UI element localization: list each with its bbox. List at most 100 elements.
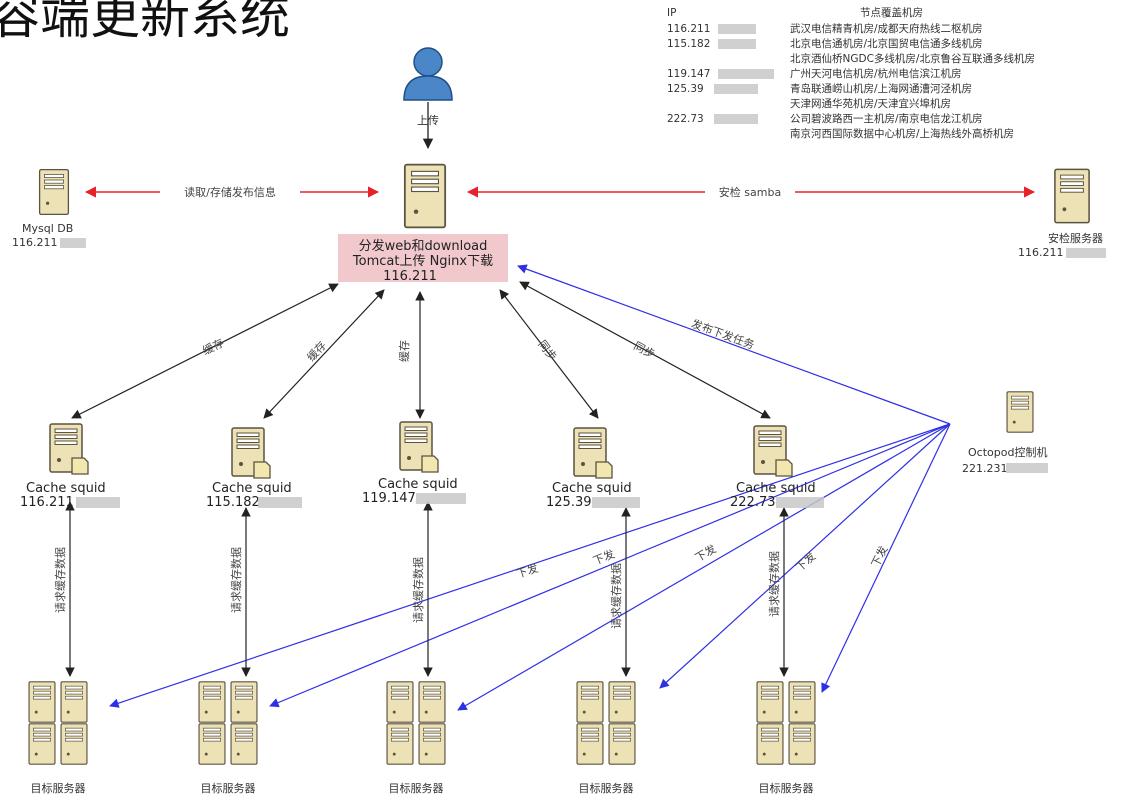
table-row: 北京酒仙桥NGDC多线机房/北京鲁谷互联通多线机房 <box>790 52 1035 65</box>
table-cell-rooms: 北京酒仙桥NGDC多线机房/北京鲁谷互联通多线机房 <box>790 52 1035 65</box>
table-cell-ip: 115.182 <box>667 38 710 50</box>
server-icon <box>399 421 439 473</box>
target-label: 目标服务器 <box>389 781 444 795</box>
cache-node: Cache squid 125.39 <box>546 427 640 510</box>
server-icon <box>49 423 89 475</box>
server-icon <box>753 425 793 477</box>
edge-label-samba: 安检 samba <box>719 185 781 199</box>
cache-node: Cache squid 116.211 <box>20 423 120 510</box>
table-cell-rooms: 武汉电信精青机房/成都天府热线二枢机房 <box>790 22 983 35</box>
main-server-highlight <box>338 234 508 282</box>
server-cluster-icon <box>757 682 815 764</box>
mysql-name: Mysql DB <box>22 222 73 235</box>
server-icon <box>1006 391 1034 433</box>
main-server-node: 分发web和download Tomcat上传 Nginx下载 116.211 <box>338 163 508 284</box>
user-icon <box>403 47 453 101</box>
edge-main-cache2 <box>263 289 385 419</box>
cache-node: Cache squid 119.147 <box>362 421 466 506</box>
edge-dispatch-2 <box>269 423 951 708</box>
table-cell-ip: 125.39 <box>667 83 704 95</box>
edge-label-request-cache: 请求缓存数据 <box>411 557 425 623</box>
edge-label-request-cache: 请求缓存数据 <box>767 551 781 617</box>
cache-node: Cache squid 222.73 <box>730 425 824 510</box>
main-server-line2: Tomcat上传 Nginx下载 <box>352 254 493 269</box>
table-cell-rooms: 青岛联通崂山机房/上海网通漕河泾机房 <box>790 82 972 95</box>
target-node: 目标服务器 <box>29 682 87 795</box>
edge-label-sync2: 同步 <box>632 339 658 361</box>
server-icon <box>231 427 271 479</box>
target-label: 目标服务器 <box>579 781 634 795</box>
server-icon <box>573 427 613 479</box>
server-cluster-icon <box>577 682 635 764</box>
edge-label-request-cache: 请求缓存数据 <box>53 547 67 613</box>
target-node: 目标服务器 <box>757 682 815 795</box>
table-header-rooms: 节点覆盖机房 <box>860 6 923 19</box>
edge-label-request-cache: 请求缓存数据 <box>229 547 243 613</box>
edge-main-cache5 <box>519 281 771 419</box>
edge-label-dispatch: 下发 <box>793 549 819 574</box>
cache-ip: 222.73 <box>730 495 776 510</box>
table-cell-ip: 119.147 <box>667 68 710 80</box>
table-row: 125.39 青岛联通崂山机房/上海网通漕河泾机房 <box>667 82 972 95</box>
cache-name: Cache squid <box>736 481 816 496</box>
main-server-ip: 116.211 <box>383 269 437 284</box>
table-cell-rooms: 天津网通华苑机房/天津宜兴埠机房 <box>790 97 951 110</box>
octopod-name: Octopod控制机 <box>968 445 1047 459</box>
table-row: 南京河西国际数据中心机房/上海热线外高桥机房 <box>790 127 1014 140</box>
edge-label-cache2: 缓存 <box>304 338 329 364</box>
target-label: 目标服务器 <box>201 781 256 795</box>
edge-label-dispatch: 下发 <box>868 543 890 569</box>
cache-ip: 115.182 <box>206 495 260 510</box>
octopod-ip: 221.231 <box>962 462 1008 475</box>
table-cell-rooms: 广州天河电信机房/杭州电信滨江机房 <box>790 67 962 80</box>
target-node: 目标服务器 <box>199 682 257 795</box>
target-node: 目标服务器 <box>577 682 635 795</box>
target-label: 目标服务器 <box>759 781 814 795</box>
edge-label-cache3: 缓存 <box>397 340 411 362</box>
server-cluster-icon <box>387 682 445 764</box>
table-row: 222.73 公司碧波路西一主机房/南京电信龙江机房 <box>667 112 983 125</box>
edge-dispatch-3 <box>457 423 951 711</box>
mysql-node: Mysql DB 116.211 <box>12 168 86 249</box>
table-header-ip: IP <box>667 7 676 19</box>
cache-name: Cache squid <box>212 481 292 496</box>
cache-node: Cache squid 115.182 <box>206 427 302 510</box>
cache-name: Cache squid <box>378 477 458 492</box>
security-ip: 116.211 <box>1018 246 1064 259</box>
main-server-line1: 分发web和download <box>359 238 488 254</box>
octopod-node: Octopod控制机 221.231 <box>962 391 1048 475</box>
cache-ip: 119.147 <box>362 491 416 506</box>
server-icon <box>38 168 70 216</box>
server-icon <box>1054 168 1090 224</box>
security-node: 安检服务器 116.211 <box>1018 168 1106 259</box>
edge-label-publish-task: 发布下发任务 <box>690 316 757 352</box>
cache-ip: 116.211 <box>20 495 74 510</box>
table-cell-rooms: 公司碧波路西一主机房/南京电信龙江机房 <box>790 112 983 125</box>
table-cell-ip: 222.73 <box>667 113 704 125</box>
edge-publish-task <box>517 264 951 425</box>
edge-label-cache1: 缓存 <box>200 335 226 357</box>
table-row: 116.211 武汉电信精青机房/成都天府热线二枢机房 <box>667 22 983 35</box>
edge-dispatch-5 <box>821 423 951 693</box>
edge-dispatch-4 <box>659 423 951 689</box>
cache-ip: 125.39 <box>546 495 592 510</box>
server-icon <box>403 163 447 229</box>
mysql-ip: 116.211 <box>12 236 58 249</box>
security-name: 安检服务器 <box>1048 231 1103 245</box>
table-cell-rooms: 北京电信通机房/北京国贸电信通多线机房 <box>790 37 983 50</box>
edge-label-request-cache: 请求缓存数据 <box>609 563 623 629</box>
cache-name: Cache squid <box>552 481 632 496</box>
upload-label: 上传 <box>417 114 439 127</box>
target-label: 目标服务器 <box>31 781 86 795</box>
edge-label-dispatch: 下发 <box>515 561 540 581</box>
server-cluster-icon <box>199 682 257 764</box>
user-node: 上传 <box>403 47 453 127</box>
page-title: 容端更新系统 <box>0 0 290 45</box>
server-cluster-icon <box>29 682 87 764</box>
cache-name: Cache squid <box>26 481 106 496</box>
node-table: IP 节点覆盖机房 116.211 武汉电信精青机房/成都天府热线二枢机房 11… <box>667 6 1035 140</box>
table-row: 天津网通华苑机房/天津宜兴埠机房 <box>790 97 951 110</box>
table-cell-ip: 116.211 <box>667 23 710 35</box>
table-row: 115.182 北京电信通机房/北京国贸电信通多线机房 <box>667 37 983 50</box>
